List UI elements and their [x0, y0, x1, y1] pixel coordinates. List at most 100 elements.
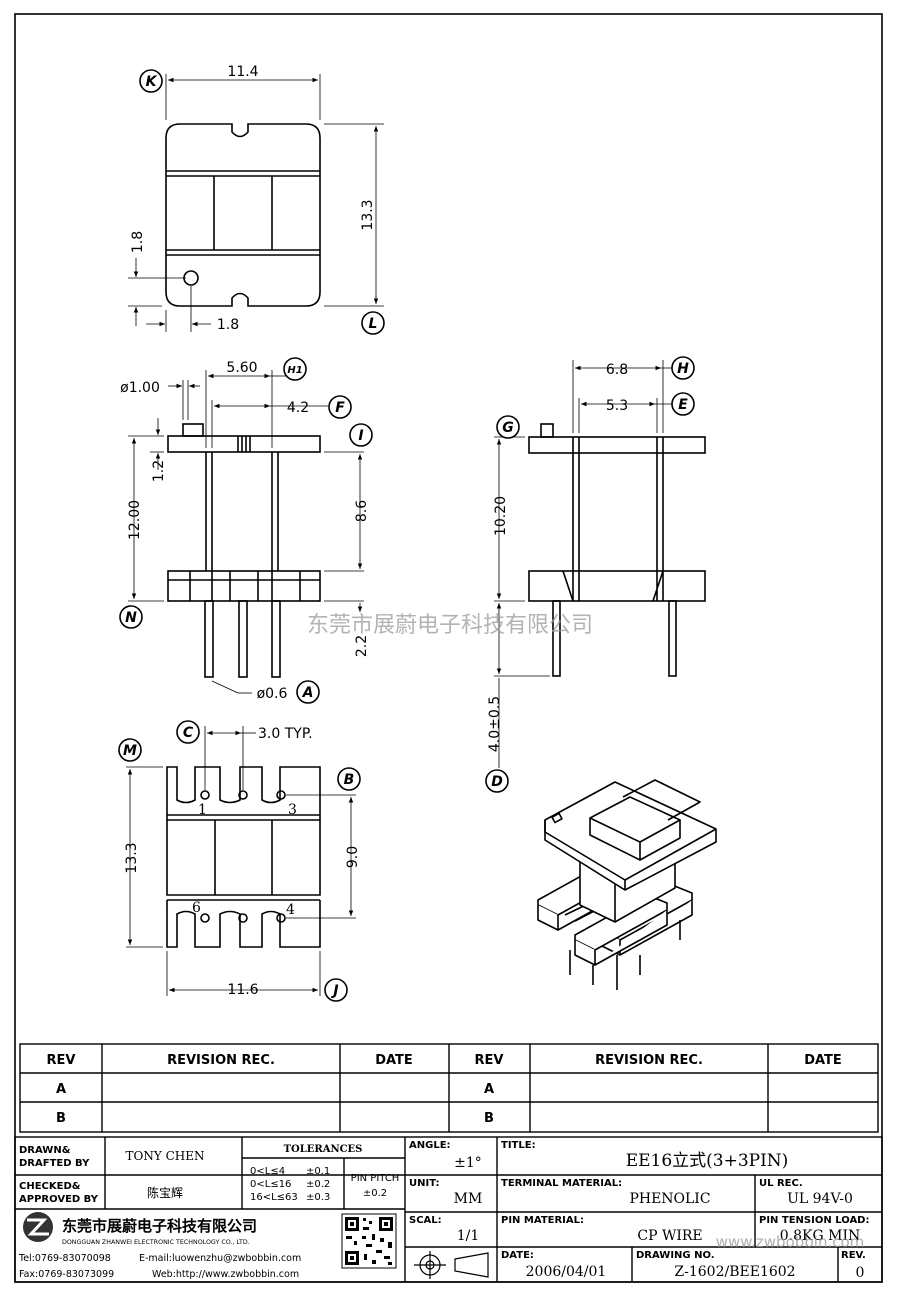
callout-f [328, 395, 352, 419]
dim-top-pin-y: 1.8 [130, 231, 146, 253]
tolerances-label: TOLERANCES [284, 1144, 363, 1155]
company-name-en: DONGGUAN ZHANWEI ELECTRONIC TECHNOLOGY C… [62, 1239, 250, 1246]
drawn-value: TONY CHEN [126, 1149, 205, 1163]
callout-i [349, 423, 373, 447]
projection-symbol-icon [414, 1251, 489, 1279]
callout-e [671, 392, 695, 416]
revision-table [19, 1043, 879, 1133]
rev-value: 0 [856, 1265, 865, 1281]
dim-top-height: 13.3 [360, 199, 376, 230]
dim-front-1200: 12.00 [127, 500, 143, 540]
pin-tension-label: PIN TENSION LOAD: [759, 1215, 869, 1226]
dim-top-width: 11.4 [227, 64, 258, 80]
tol-range-3: 16<L≤63 [250, 1192, 298, 1203]
angle-label: ANGLE: [409, 1140, 451, 1151]
tol-range-2: 0<L≤16 [250, 1179, 291, 1190]
pin-pitch-value: ±0.2 [363, 1188, 387, 1199]
callout-h1-label: H1 [287, 365, 302, 376]
dim-front-42: 4.2 [287, 400, 309, 416]
drawn-label-2: DRAFTED BY [19, 1158, 90, 1169]
callout-n [119, 605, 143, 629]
callout-h-label: H [677, 361, 689, 377]
top-view-dims [128, 74, 384, 332]
pin-label-3: 3 [288, 802, 297, 818]
pin-tension-value: 0.8KG MIN [780, 1228, 860, 1244]
dim-side-53: 5.3 [606, 398, 628, 414]
callout-j [324, 978, 348, 1002]
rev-header-rec-1: REVISION REC. [167, 1053, 275, 1068]
checked-value: 陈宝辉 [147, 1185, 183, 1200]
pin-material-label: PIN MATERIAL: [501, 1215, 584, 1226]
callout-a-label: A [302, 685, 314, 701]
callout-m-label: M [123, 743, 137, 759]
scal-label: SCAL: [409, 1215, 442, 1226]
pin-pitch-label: PIN PITCH [351, 1173, 400, 1184]
date-label: DATE: [501, 1250, 534, 1261]
callout-c [176, 720, 200, 744]
url-watermark: www.zwbobbin.com [716, 1233, 865, 1251]
pin-label-1: 1 [198, 802, 207, 818]
callout-d-label: D [491, 774, 503, 790]
callout-g-label: G [502, 420, 514, 436]
dim-bottom-133: 13.3 [124, 842, 140, 873]
company-logo [23, 1212, 53, 1242]
dim-side-68: 6.8 [606, 362, 628, 378]
top-view-outline [165, 123, 321, 307]
title-block [14, 1136, 883, 1283]
scal-value: 1/1 [457, 1228, 480, 1244]
callout-e-label: E [678, 397, 688, 413]
callout-n-label: N [125, 610, 137, 626]
rev-header-rev-2: REV [475, 1053, 504, 1068]
dim-side-40: 4.0±0.5 [487, 696, 503, 752]
callout-m [118, 738, 142, 762]
rev-row-a-1: A [56, 1082, 66, 1097]
checked-label-1: CHECKED& [19, 1181, 81, 1192]
callout-f-label: F [335, 400, 345, 416]
checked-label-2: APPROVED BY [19, 1194, 99, 1205]
tol-value-3: ±0.3 [306, 1192, 330, 1203]
bottom-view-dims [126, 726, 356, 996]
dim-bottom-90: 9.0 [345, 846, 361, 868]
rev-header-rev-1: REV [47, 1053, 76, 1068]
company-tel: Tel:0769-83070098 [18, 1253, 111, 1264]
bottom-view [166, 766, 321, 948]
callout-i-label: I [358, 428, 363, 444]
terminal-value: PHENOLIC [629, 1191, 710, 1207]
pin-label-6: 6 [192, 900, 201, 916]
drawn-label-1: DRAWN& [19, 1145, 71, 1156]
company-email: E-mail:luowenzhu@zwbobbin.com [139, 1253, 301, 1264]
date-value: 2006/04/01 [526, 1264, 607, 1280]
callout-h [671, 356, 695, 380]
dim-front-86: 8.6 [354, 500, 370, 522]
unit-value: MM [454, 1191, 483, 1207]
side-view-dims [494, 360, 672, 768]
ul-label: UL REC. [759, 1178, 803, 1189]
rev-row-a-2: A [484, 1082, 494, 1097]
callout-k-label: K [146, 74, 158, 90]
pin-label-4: 4 [286, 902, 295, 918]
rev-label: REV. [841, 1250, 866, 1261]
callout-b-label: B [344, 772, 355, 788]
rev-header-date-2: DATE [804, 1053, 842, 1068]
callout-d [485, 769, 509, 793]
dim-front-pin-dia: ø1.00 [120, 380, 160, 396]
side-view [528, 423, 706, 677]
company-fax: Fax:0769-83073099 [19, 1269, 114, 1280]
terminal-label: TERMINAL MATERIAL: [501, 1178, 622, 1189]
angle-value: ±1° [454, 1155, 482, 1171]
front-view [167, 423, 321, 678]
isometric-view [537, 779, 717, 990]
callout-l [361, 311, 385, 335]
callout-g [496, 415, 520, 439]
callout-j-label: J [330, 983, 338, 999]
rev-header-date-1: DATE [375, 1053, 413, 1068]
drawing-no-value: Z-1602/BEE1602 [674, 1264, 795, 1280]
top-pin1-marker [183, 270, 199, 286]
callout-a [296, 680, 320, 704]
front-view-dims [128, 370, 364, 694]
unit-label: UNIT: [409, 1178, 439, 1189]
dim-bottom-pitch: 3.0 TYP. [258, 726, 313, 742]
rev-row-b-1: B [56, 1111, 66, 1126]
drawing-no-label: DRAWING NO. [636, 1250, 715, 1261]
